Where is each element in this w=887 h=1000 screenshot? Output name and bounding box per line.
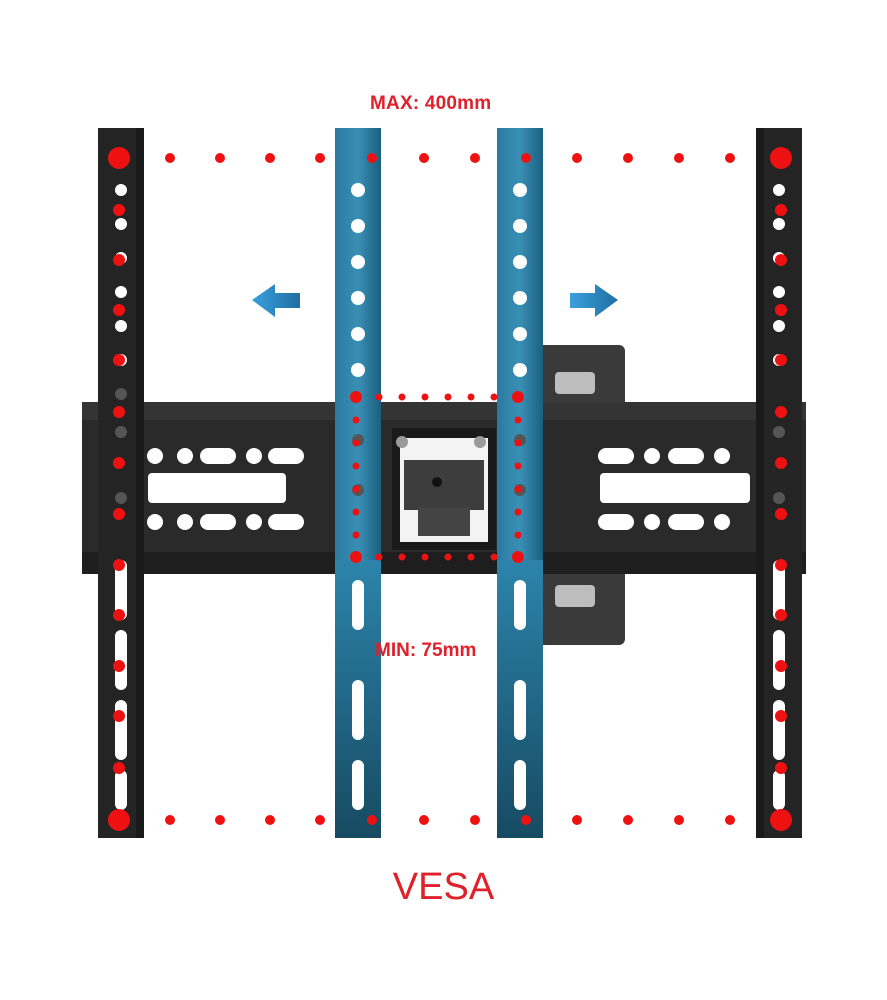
tilt-bracket	[392, 428, 496, 550]
arrow-right-icon	[570, 284, 618, 317]
arrow-left-icon	[252, 284, 300, 317]
vesa-title: VESA	[392, 866, 495, 908]
vesa-max-outline	[108, 147, 792, 831]
vesa-min-outline	[350, 391, 524, 563]
min-vesa-label: MIN: 75mm	[375, 640, 477, 661]
max-vesa-label: MAX: 400mm	[370, 93, 492, 114]
